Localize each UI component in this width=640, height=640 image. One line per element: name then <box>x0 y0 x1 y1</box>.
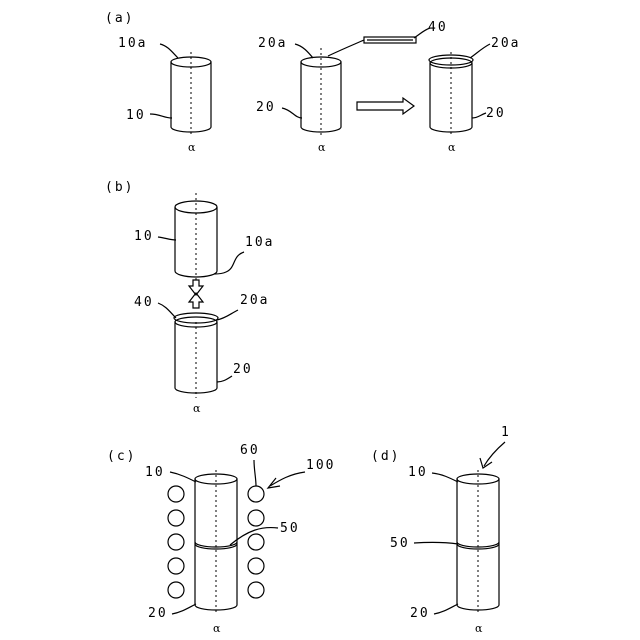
leader-10-b <box>158 237 176 240</box>
label-10-c: 10 <box>145 465 165 480</box>
label-20-c: 20 <box>148 606 168 621</box>
cylinder-20-b <box>174 313 218 398</box>
label-20a-left: 20a <box>258 36 287 51</box>
axis-alpha-a2: α <box>318 141 326 154</box>
leader-20a-right <box>470 44 490 58</box>
leader-60-c <box>254 460 256 486</box>
heater-coils-left <box>168 486 184 598</box>
film-40-strip <box>364 37 416 43</box>
process-arrow-right <box>357 98 414 114</box>
leader-40-b <box>158 303 176 318</box>
label-20a-b: 20a <box>240 293 269 308</box>
label-20-d: 20 <box>410 606 430 621</box>
leader-20-d <box>434 604 458 614</box>
leader-10a-b <box>214 252 244 274</box>
axis-alpha-a1: α <box>188 141 196 154</box>
label-20-left: 20 <box>256 100 276 115</box>
leader-10-d <box>432 473 458 482</box>
panel-label-b: (b) <box>105 180 134 195</box>
label-10-d: 10 <box>408 465 428 480</box>
label-40-a: 40 <box>428 20 448 35</box>
label-50-d: 50 <box>390 536 410 551</box>
leader-10 <box>150 114 172 118</box>
leader-10-c <box>170 472 196 482</box>
cylinder-10-b <box>175 193 217 280</box>
label-50-c: 50 <box>280 521 300 536</box>
label-10-b: 10 <box>134 229 154 244</box>
panel-label-d: (d) <box>371 449 400 464</box>
cylinder-20-a-left <box>301 48 341 136</box>
cylinder-d <box>457 470 499 612</box>
label-40-b: 40 <box>134 295 154 310</box>
leader-50-d <box>414 542 458 544</box>
leader-20-c <box>172 604 196 614</box>
axis-alpha-d: α <box>475 622 483 635</box>
leader-20-b <box>217 376 232 382</box>
label-10a-b: 10a <box>245 235 274 250</box>
label-20-b: 20 <box>233 362 253 377</box>
cylinder-20-a-right <box>429 52 473 136</box>
label-100-c: 100 <box>306 458 335 473</box>
label-60-c: 60 <box>240 443 260 458</box>
cylinder-10-a <box>171 52 211 136</box>
heater-coils-right <box>248 486 264 598</box>
cylinder-c <box>195 470 237 612</box>
leader-20a-left <box>295 44 313 58</box>
leader-20-right <box>472 113 486 118</box>
axis-alpha-b: α <box>193 402 201 415</box>
leader-20a-b <box>217 310 238 320</box>
panel-label-a: (a) <box>105 11 134 26</box>
axis-alpha-c: α <box>213 622 221 635</box>
leader-10a <box>160 44 178 58</box>
leader-20-left <box>282 108 302 118</box>
label-10: 10 <box>126 108 146 123</box>
leader-film-to-20a <box>328 40 364 56</box>
leader-1-d <box>484 442 505 466</box>
panel-label-c: (c) <box>107 449 136 464</box>
label-1-d: 1 <box>501 425 511 440</box>
axis-alpha-a3: α <box>448 141 456 154</box>
label-10a: 10a <box>118 36 147 51</box>
label-20a-right: 20a <box>491 36 520 51</box>
label-20-right: 20 <box>486 106 506 121</box>
